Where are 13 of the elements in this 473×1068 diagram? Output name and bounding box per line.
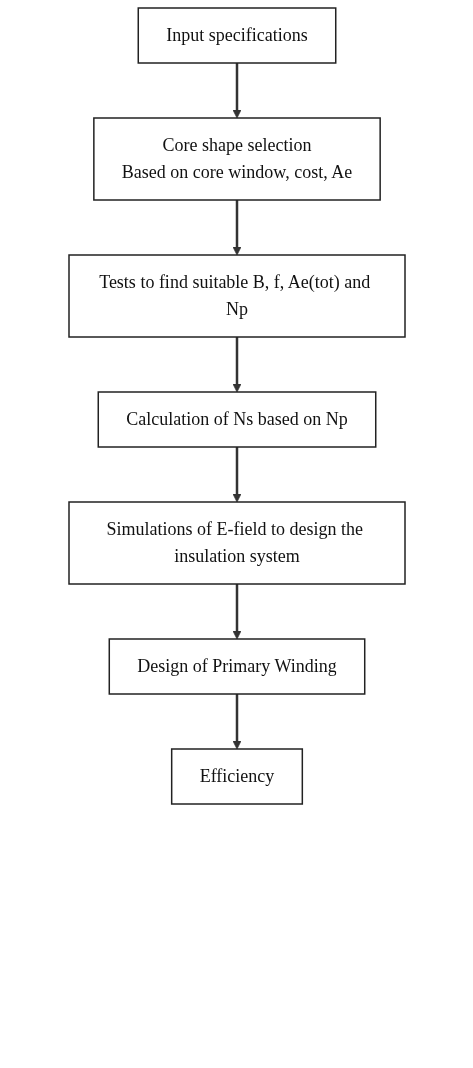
node-box: Efficiency bbox=[170, 748, 303, 805]
node-box: Core shape selection Based on core window, cost, Ae bbox=[92, 117, 381, 201]
node-box: Calculation of Ns based on Np bbox=[97, 391, 376, 448]
node-box: Simulations of E-field to design the insulation system bbox=[67, 501, 406, 585]
arrow bbox=[232, 337, 241, 393]
arrow bbox=[232, 447, 241, 503]
node-box: Tests to find suitable B, f, Ae(tot) and Np bbox=[67, 254, 406, 338]
node-box: Design of Primary Winding bbox=[108, 638, 365, 695]
node-box: Input specifications bbox=[137, 7, 336, 64]
arrow bbox=[232, 63, 241, 119]
arrow bbox=[232, 200, 241, 256]
arrow bbox=[232, 584, 241, 640]
arrow bbox=[232, 694, 241, 750]
